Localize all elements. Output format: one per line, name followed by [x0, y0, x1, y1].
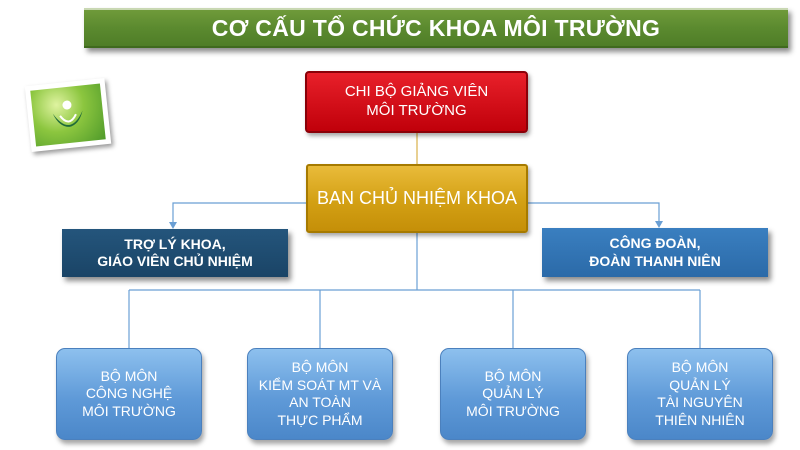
page-title: CƠ CẤU TỔ CHỨC KHOA MÔI TRƯỜNG	[211, 14, 661, 41]
faculty-board-label: BAN CHỦ NHIỆM KHOA	[316, 188, 518, 209]
faculty-assistant-box: TRỢ LÝ KHOA, GIÁO VIÊN CHỦ NHIỆM	[62, 229, 288, 277]
department-line: AN TOÀN	[289, 394, 351, 410]
party-cell-line-2: MÔI TRƯỜNG	[366, 102, 467, 119]
assistant-line-2: GIÁO VIÊN CHỦ NHIỆM	[97, 253, 253, 269]
department-line: BỘ MÔN	[100, 367, 158, 384]
union-line-2: ĐOÀN THANH NIÊN	[589, 252, 721, 269]
title-banner: CƠ CẤU TỔ CHỨC KHOA MÔI TRƯỜNG	[84, 8, 788, 48]
connector-board-assistant	[172, 202, 306, 223]
assistant-line-1: TRỢ LÝ KHOA,	[124, 235, 226, 252]
arrow-head-assistant	[169, 222, 177, 229]
department-environmental-technology: BỘ MÔN CÔNG NGHỆ MÔI TRƯỜNG	[56, 348, 202, 440]
department-environmental-management: BỘ MÔN QUẢN LÝ MÔI TRƯỜNG	[440, 348, 586, 440]
department-natural-resource-management: BỘ MÔN QUẢN LÝ TÀI NGUYÊN THIÊN NHIÊN	[627, 348, 773, 440]
union-box: CÔNG ĐOÀN, ĐOÀN THANH NIÊN	[542, 228, 768, 277]
arrow-head-union	[655, 221, 663, 228]
environment-logo-icon	[30, 83, 106, 147]
department-line: BỘ MÔN	[671, 359, 729, 375]
department-line: QUẢN LÝ	[669, 376, 731, 393]
department-line: MÔI TRƯỜNG	[82, 402, 176, 419]
department-line: KIỂM SOÁT MT VÀ	[258, 376, 382, 393]
department-environment-food-safety-control: BỘ MÔN KIỂM SOÁT MT VÀ AN TOÀN THỰC PHẨM	[247, 348, 393, 440]
department-line: CÔNG NGHỆ	[85, 385, 173, 402]
department-line: THỰC PHẨM	[277, 411, 363, 428]
department-line: BỘ MÔN	[484, 367, 542, 384]
department-line: BỘ MÔN	[291, 359, 349, 375]
party-cell-line-1: CHI BỘ GIẢNG VIÊN	[344, 83, 489, 101]
department-line: MÔI TRƯỜNG	[466, 402, 560, 419]
connector-board-union	[528, 202, 660, 222]
department-line: THIÊN NHIÊN	[655, 411, 745, 428]
department-line: QUẢN LÝ	[482, 385, 544, 402]
faculty-board-box: BAN CHỦ NHIỆM KHOA	[306, 164, 528, 233]
department-line: TÀI NGUYÊN	[657, 394, 743, 410]
logo-frame	[24, 77, 112, 153]
party-cell-box: CHI BỘ GIẢNG VIÊN MÔI TRƯỜNG	[305, 71, 528, 133]
union-line-1: CÔNG ĐOÀN,	[609, 235, 701, 251]
